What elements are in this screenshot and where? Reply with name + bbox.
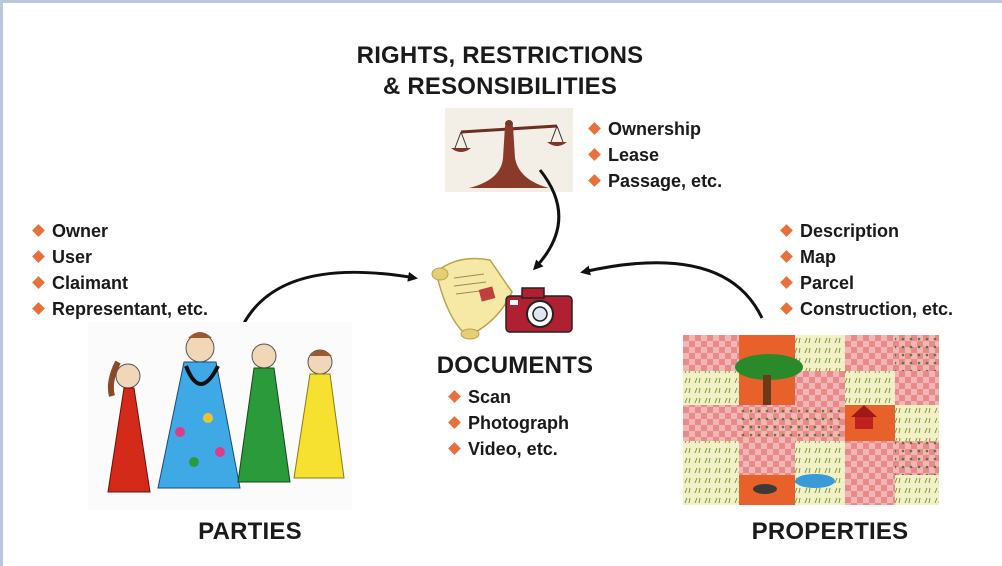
properties-heading: PROPERTIES — [751, 518, 909, 545]
documents-illustration — [428, 252, 578, 340]
rights-list: Ownership Lease Passage, etc. — [588, 116, 722, 194]
arrow-rights-to-documents — [532, 169, 561, 271]
rights-title-line2: & RESONSIBILITIES — [382, 73, 618, 100]
land-parcels-drawing — [683, 335, 939, 505]
animal-icon — [753, 484, 777, 494]
people-drawing — [88, 322, 352, 510]
list-item: Map — [780, 244, 953, 270]
frame-top-border — [0, 0, 1002, 3]
parties-list: Owner User Claimant Representant, etc. — [32, 218, 208, 322]
list-item: Scan — [448, 384, 569, 410]
figure-red — [107, 360, 151, 493]
figure-green — [237, 343, 291, 483]
list-item: Passage, etc. — [588, 168, 722, 194]
diamond-bullet-icon — [780, 224, 793, 237]
documents-heading: DOCUMENTS — [436, 352, 594, 379]
list-item: Lease — [588, 142, 722, 168]
parties-heading: PARTIES — [198, 518, 302, 545]
list-item: Ownership — [588, 116, 722, 142]
diamond-bullet-icon — [780, 302, 793, 315]
list-item: Parcel — [780, 270, 953, 296]
diamond-bullet-icon — [780, 250, 793, 263]
diamond-bullet-icon — [32, 302, 45, 315]
figure-yellow — [293, 349, 345, 479]
scales-icon — [445, 108, 573, 192]
arrow-parties-to-documents — [241, 270, 418, 326]
list-item: Video, etc. — [448, 436, 569, 462]
house-icon — [851, 405, 877, 429]
list-item: Claimant — [32, 270, 208, 296]
list-item: Photograph — [448, 410, 569, 436]
properties-list: Description Map Parcel Construction, etc… — [780, 218, 953, 322]
frame-left-border — [0, 0, 3, 566]
list-item: Description — [780, 218, 953, 244]
list-item: Representant, etc. — [32, 296, 208, 322]
list-item: User — [32, 244, 208, 270]
camera-icon — [505, 287, 573, 333]
rights-heading: RIGHTS, RESTRICTIONS & RESONSIBILITIES — [300, 40, 700, 102]
figure-blue — [157, 332, 241, 489]
diamond-bullet-icon — [448, 390, 461, 403]
documents-list: Scan Photograph Video, etc. — [448, 384, 569, 462]
tree-icon — [735, 354, 803, 405]
scroll-icon — [431, 257, 513, 340]
arrow-properties-to-documents — [580, 261, 764, 319]
list-item: Construction, etc. — [780, 296, 953, 322]
diamond-bullet-icon — [780, 276, 793, 289]
diamond-bullet-icon — [448, 442, 461, 455]
diamond-bullet-icon — [32, 224, 45, 237]
rights-title-line1: RIGHTS, RESTRICTIONS — [356, 42, 644, 69]
list-item: Owner — [32, 218, 208, 244]
diamond-bullet-icon — [448, 416, 461, 429]
diamond-bullet-icon — [32, 250, 45, 263]
diamond-bullet-icon — [32, 276, 45, 289]
pond-icon — [795, 474, 835, 488]
